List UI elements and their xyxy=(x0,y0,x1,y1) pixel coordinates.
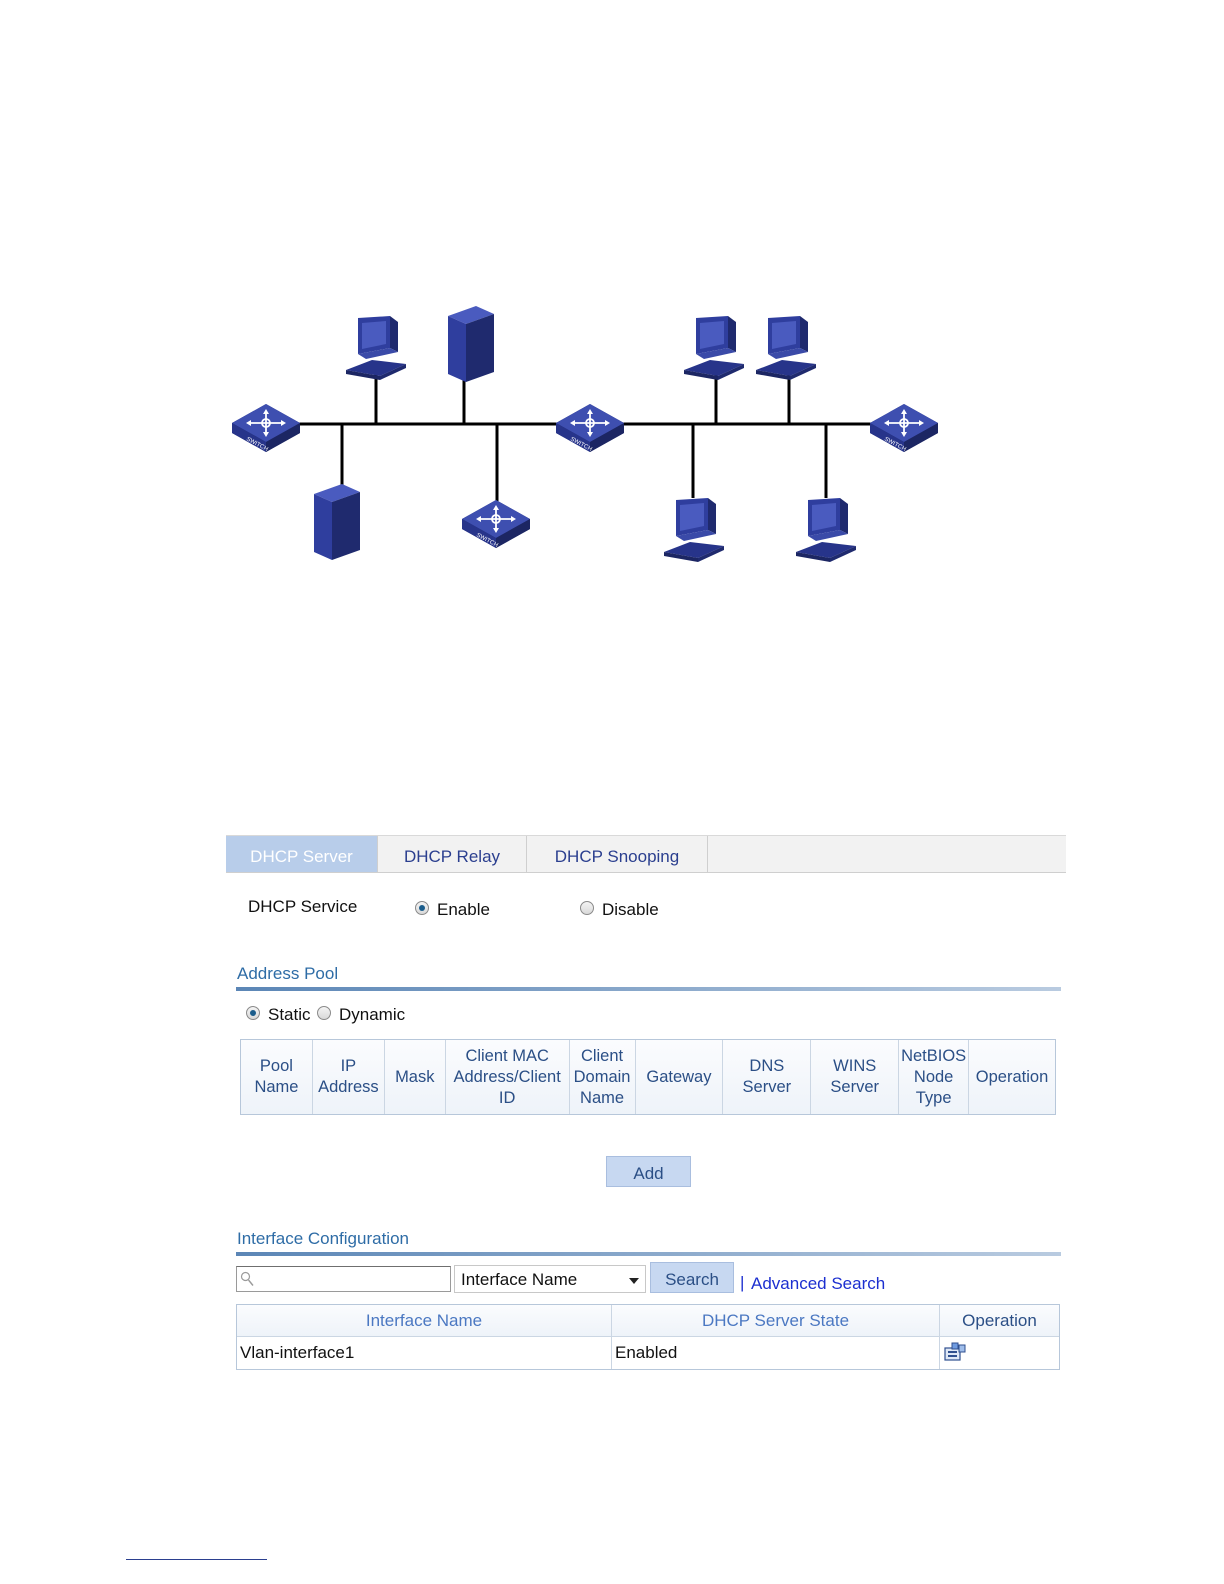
column-header-label: IP Address xyxy=(318,1056,379,1098)
column-header-line: Name xyxy=(254,1078,299,1096)
switch-icon: SWITCH xyxy=(869,403,939,453)
column-header-label: DNS Server xyxy=(743,1056,792,1098)
column-header-line: Client xyxy=(580,1046,624,1065)
dhcp-service-label: DHCP Service xyxy=(248,897,358,916)
interface-configuration-title: Interface Configuration xyxy=(237,1229,409,1248)
search-icon xyxy=(240,1271,254,1286)
dynamic-radio-label[interactable]: Dynamic xyxy=(339,1005,406,1024)
tab-dhcp-relay[interactable]: DHCP Relay xyxy=(378,836,527,872)
search-input[interactable] xyxy=(236,1266,451,1292)
column-header-operation: Operation xyxy=(962,1311,1037,1330)
column-header-line: WINS xyxy=(833,1057,877,1075)
tab-dhcp-snooping[interactable]: DHCP Snooping xyxy=(527,836,708,872)
column-header-line: Type xyxy=(915,1088,952,1107)
interface-table: Interface Name DHCP Server State Operati… xyxy=(236,1304,1060,1370)
disable-radio[interactable] xyxy=(580,901,594,915)
column-header-line: Server xyxy=(830,1078,880,1096)
switch-icon: SWITCH xyxy=(461,499,531,549)
pc-icon xyxy=(756,316,816,380)
column-header-label: Mask xyxy=(395,1067,434,1088)
column-header-interface-name[interactable]: Interface Name xyxy=(237,1305,612,1336)
address-pool-divider xyxy=(236,987,1061,991)
column-header-line: Node xyxy=(913,1067,954,1086)
column-header-line: Pool xyxy=(259,1057,293,1075)
tab-dhcp-server[interactable]: DHCP Server xyxy=(226,836,378,872)
column-header-line: Name xyxy=(580,1088,625,1107)
static-radio-label[interactable]: Static xyxy=(268,1005,311,1024)
column-header-line: ID xyxy=(498,1088,516,1107)
column-header-line: NetBIOS xyxy=(901,1046,967,1065)
server-icon xyxy=(314,484,360,560)
switch-icon: SWITCH xyxy=(555,403,625,453)
column-header-label: Operation xyxy=(976,1067,1048,1088)
column-header-gateway: Gateway xyxy=(636,1040,724,1114)
interface-table-header: Interface Name DHCP Server State Operati… xyxy=(237,1305,1059,1337)
pc-icon xyxy=(796,498,856,562)
interface-configuration-divider xyxy=(236,1252,1061,1256)
column-header-mask: Mask xyxy=(385,1040,446,1114)
pc-icon xyxy=(346,316,406,380)
add-button[interactable]: Add xyxy=(606,1156,691,1187)
switch-icon: SWITCH xyxy=(231,403,301,453)
edit-icon[interactable] xyxy=(944,1342,966,1362)
column-header-wins-server: WINS Server xyxy=(811,1040,900,1114)
enable-radio[interactable] xyxy=(415,901,429,915)
interface-name-cell: Vlan-interface1 xyxy=(237,1337,612,1369)
chevron-down-icon xyxy=(629,1278,639,1284)
operation-cell xyxy=(940,1337,1059,1369)
disable-radio-label[interactable]: Disable xyxy=(602,900,659,919)
column-header-operation: Operation xyxy=(969,1040,1055,1114)
column-header-line: Address xyxy=(318,1078,379,1096)
select-value: Interface Name xyxy=(461,1270,578,1289)
column-header-label: WINS Server xyxy=(830,1056,879,1098)
column-header-line: Domain xyxy=(573,1067,631,1086)
server-icon xyxy=(448,306,494,382)
column-header-line: IP xyxy=(340,1057,357,1075)
column-header-dns-server: DNS Server xyxy=(723,1040,812,1114)
column-header-line: Address/Client xyxy=(453,1067,561,1086)
footer-divider xyxy=(126,1559,267,1560)
column-header-line: Server xyxy=(742,1078,792,1096)
enable-radio-label[interactable]: Enable xyxy=(437,900,490,919)
pc-icon xyxy=(664,498,724,562)
column-header-line: Operation xyxy=(975,1067,1049,1086)
column-header-ip-address: IP Address xyxy=(313,1040,385,1114)
column-header-label: Gateway xyxy=(646,1067,711,1088)
dhcp-server-state-cell: Enabled xyxy=(612,1337,940,1369)
table-row: Vlan-interface1 Enabled xyxy=(237,1337,1059,1369)
interface-name-select[interactable]: Interface Name xyxy=(454,1265,646,1293)
column-header-line: DNS xyxy=(749,1057,785,1075)
dynamic-radio[interactable] xyxy=(317,1006,331,1020)
link-separator: | xyxy=(740,1273,745,1292)
address-pool-title: Address Pool xyxy=(237,964,339,983)
pc-icon xyxy=(684,316,744,380)
column-header-line: Client MAC xyxy=(465,1046,549,1065)
tab-bar: DHCP Server DHCP Relay DHCP Snooping xyxy=(226,835,1066,873)
column-header-dhcp-server-state[interactable]: DHCP Server State xyxy=(612,1305,940,1336)
column-header-line: Gateway xyxy=(646,1067,712,1086)
advanced-search-link[interactable]: Advanced Search xyxy=(751,1274,886,1293)
column-header-line: Mask xyxy=(395,1067,435,1086)
network-topology-diagram: SWITCH SWITCH SWITCH SWITCH xyxy=(231,306,939,562)
static-radio[interactable] xyxy=(246,1006,260,1020)
search-button[interactable]: Search xyxy=(650,1262,734,1293)
